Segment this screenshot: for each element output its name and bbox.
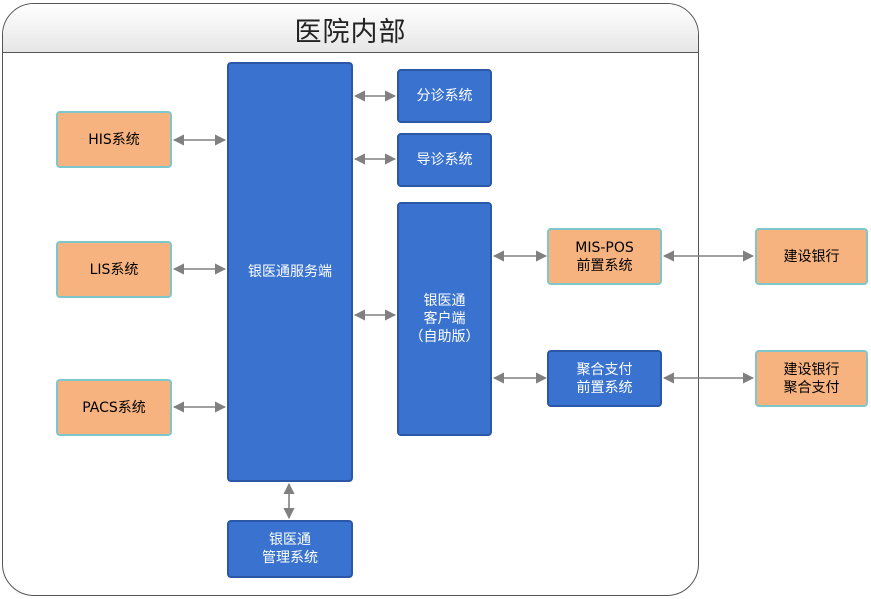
server-box: 银医通服务端 [227,62,353,482]
guide-system-box: 导诊系统 [397,133,492,187]
client-label-line3: （自助版） [409,329,480,345]
client-label-line1: 银医通 [423,293,466,309]
pacs-system-box: PACS系统 [56,379,172,436]
aggregate-pay-label-line1: 聚合支付 [576,361,633,378]
ccb-aggregate-label-line1: 建设银行 [783,361,840,378]
management-system-box: 银医通 管理系统 [227,520,353,578]
ccb-aggregate-box: 建设银行 聚合支付 [755,350,868,407]
lis-system-box: LIS系统 [56,241,172,298]
management-label-line1: 银医通 [269,532,311,548]
frame-title: 医院内部 [294,17,407,48]
mis-pos-box: MIS-POS 前置系统 [547,228,662,285]
pacs-system-label: PACS系统 [82,399,146,416]
his-system-box: HIS系统 [56,111,172,168]
triage-system-label: 分诊系统 [416,88,473,104]
his-system-label: HIS系统 [88,131,140,148]
management-label-line2: 管理系统 [262,550,318,566]
mis-pos-label-line2: 前置系统 [576,257,633,274]
frame-header: 医院内部 [3,4,698,53]
mis-pos-label-line1: MIS-POS [575,239,634,256]
client-box: 银医通 客户端 （自助版） [397,202,492,436]
ccb-label: 建设银行 [783,248,840,265]
aggregate-pay-label-line2: 前置系统 [576,379,633,396]
ccb-box: 建设银行 [755,228,868,285]
server-label: 银医通服务端 [248,264,332,280]
guide-system-label: 导诊系统 [416,152,473,168]
ccb-aggregate-label-line2: 聚合支付 [783,379,840,396]
triage-system-box: 分诊系统 [397,69,492,123]
client-label-line2: 客户端 [423,311,466,327]
lis-system-label: LIS系统 [89,261,139,278]
aggregate-pay-box: 聚合支付 前置系统 [547,350,662,407]
